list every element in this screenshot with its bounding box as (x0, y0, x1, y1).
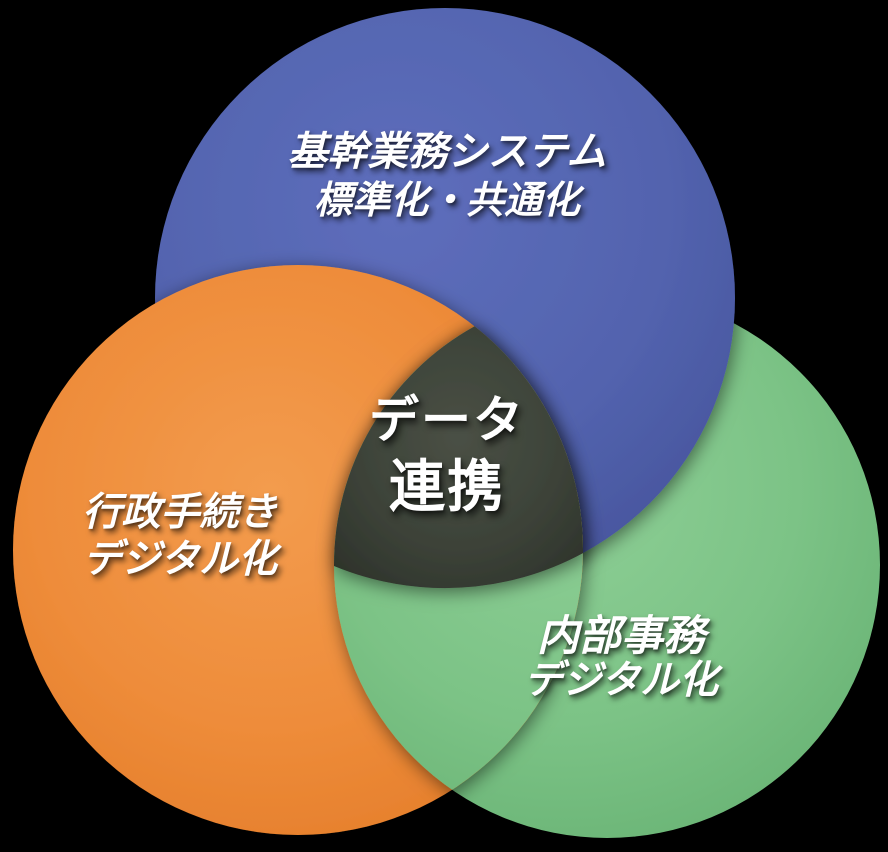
label-administrative-procedures-line2: デジタル化 (82, 537, 278, 582)
label-internal-office-work-line2: デジタル化 (523, 658, 719, 703)
label-data-linkage: データ 連携 (297, 386, 597, 522)
label-core-business-systems: 基幹業務システム 標準化・共通化 (194, 128, 700, 224)
label-administrative-procedures: 行政手続き デジタル化 (0, 489, 380, 583)
label-administrative-procedures-line1: 行政手続き (82, 490, 278, 535)
label-core-business-systems-line1: 基幹業務システム (287, 129, 607, 175)
label-core-business-systems-line2: 標準化・共通化 (313, 178, 580, 222)
label-internal-office-work-line1: 内部事務 (536, 611, 705, 660)
label-internal-office-work: 内部事務 デジタル化 (421, 613, 821, 703)
label-data-linkage-line1: データ (369, 391, 525, 449)
center-intersection-shape (333, 326, 584, 589)
label-data-linkage-line2: 連携 (389, 455, 505, 520)
